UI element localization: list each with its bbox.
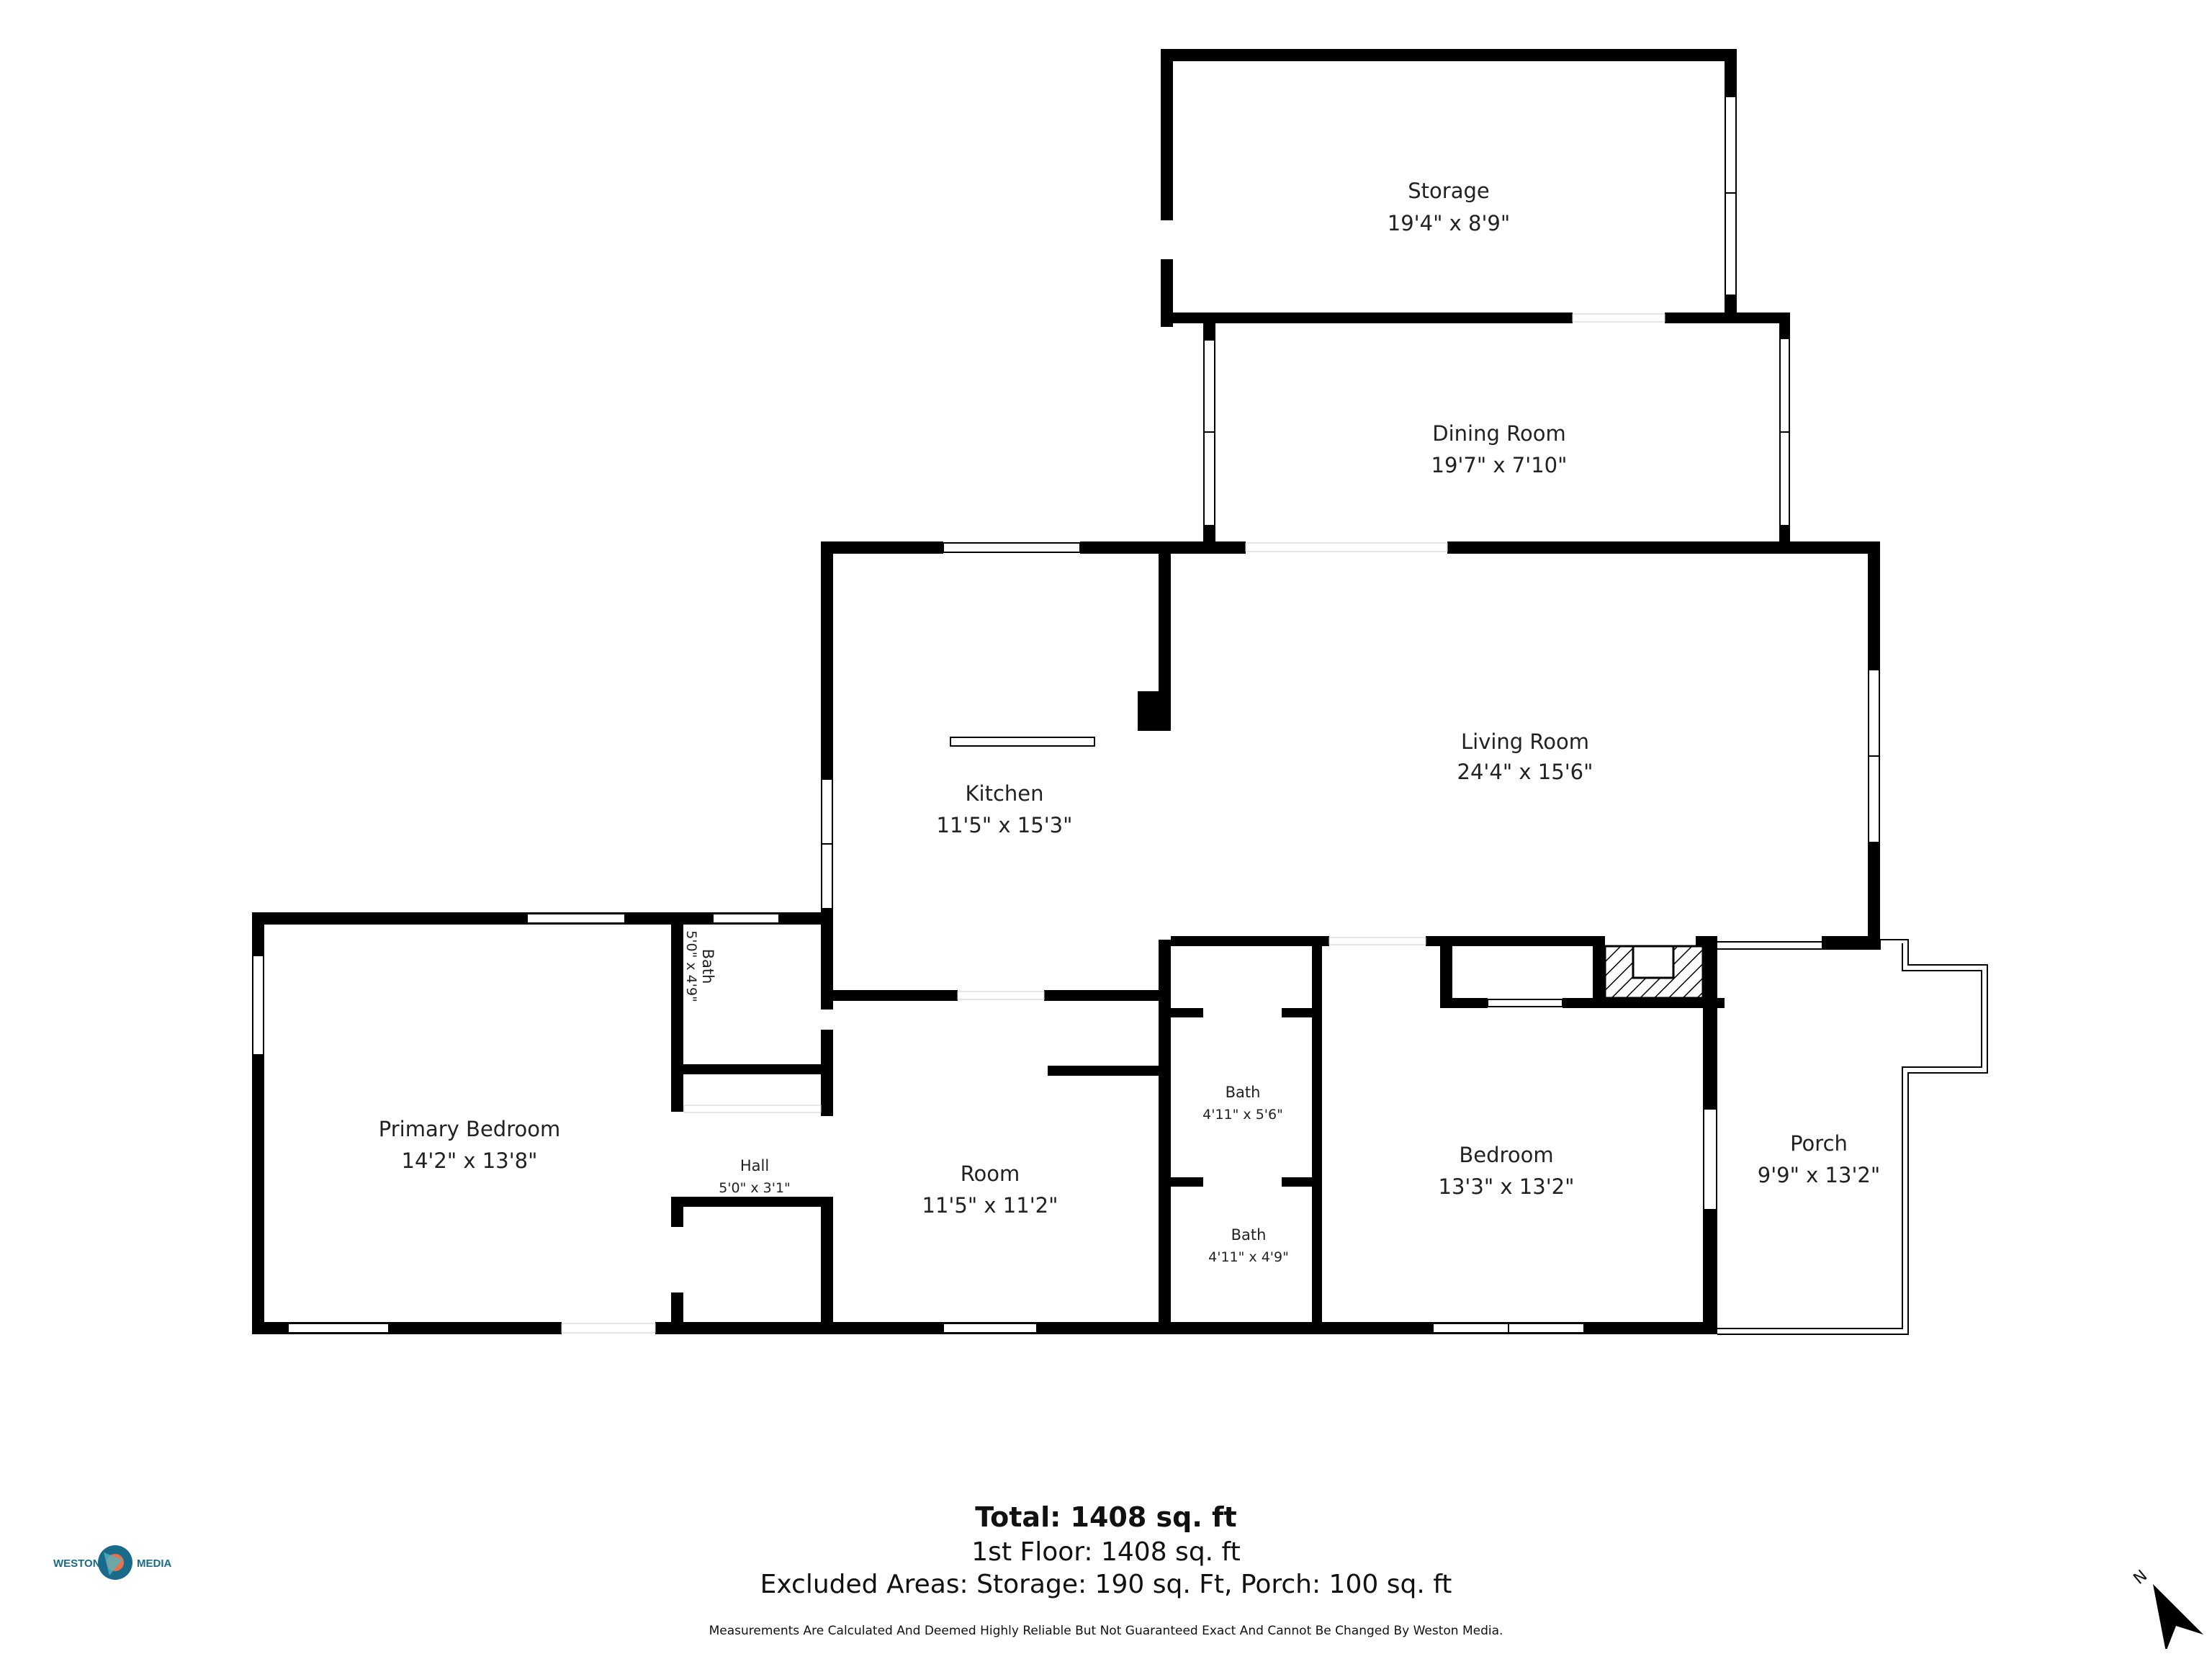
bath1-dim: 4'11" x 5'6" [1202, 1107, 1283, 1123]
windows [252, 96, 1880, 1334]
total-area: Total: 1408 sq. ft [975, 1501, 1237, 1533]
north-arrow-icon [2153, 1584, 2203, 1649]
primary-name: Primary Bedroom [379, 1117, 560, 1141]
bath-small-name: Bath [699, 949, 716, 984]
bath2-dim: 4'11" x 4'9" [1208, 1249, 1289, 1265]
porch-name: Porch [1790, 1131, 1848, 1156]
bath-small-dim: 5'0" x 4'9" [683, 930, 699, 1002]
compass-north-label: N [2131, 1567, 2152, 1588]
primary-dim: 14'2" x 13'8" [402, 1148, 538, 1173]
bath1-name: Bath [1226, 1084, 1261, 1101]
walls [252, 49, 1880, 1334]
living-name: Living Room [1461, 729, 1589, 754]
kitchen-dim: 11'5" x 15'3" [937, 813, 1073, 837]
openings [561, 313, 1665, 1334]
compass: N [2131, 1567, 2203, 1649]
living-dim: 24'4" x 15'6" [1457, 760, 1593, 784]
porch-dim: 9'9" x 13'2" [1758, 1163, 1880, 1187]
storage-name: Storage [1408, 179, 1489, 203]
logo-text-right: MEDIA [137, 1557, 172, 1570]
floor-area: 1st Floor: 1408 sq. ft [971, 1537, 1241, 1567]
bath2-name: Bath [1231, 1226, 1267, 1244]
logo-text-left: WESTON [53, 1557, 101, 1570]
bedroom-name: Bedroom [1459, 1143, 1553, 1167]
hall-name: Hall [740, 1157, 769, 1174]
disclaimer: Measurements Are Calculated And Deemed H… [709, 1624, 1503, 1638]
room-dim: 11'5" x 11'2" [922, 1193, 1058, 1218]
dining-dim: 19'7" x 7'10" [1431, 453, 1568, 477]
porch-outline [1717, 939, 1988, 1335]
kitchen-name: Kitchen [966, 781, 1044, 806]
storage-dim: 19'4" x 8'9" [1388, 211, 1510, 235]
bedroom-dim: 13'3" x 13'2" [1439, 1174, 1575, 1199]
dining-name: Dining Room [1432, 421, 1565, 446]
hall-dim: 5'0" x 3'1" [719, 1180, 791, 1196]
room-name: Room [961, 1161, 1020, 1186]
excluded-areas: Excluded Areas: Storage: 190 sq. Ft, Por… [760, 1570, 1452, 1599]
weston-media-logo: WESTON MEDIA [53, 1545, 172, 1580]
